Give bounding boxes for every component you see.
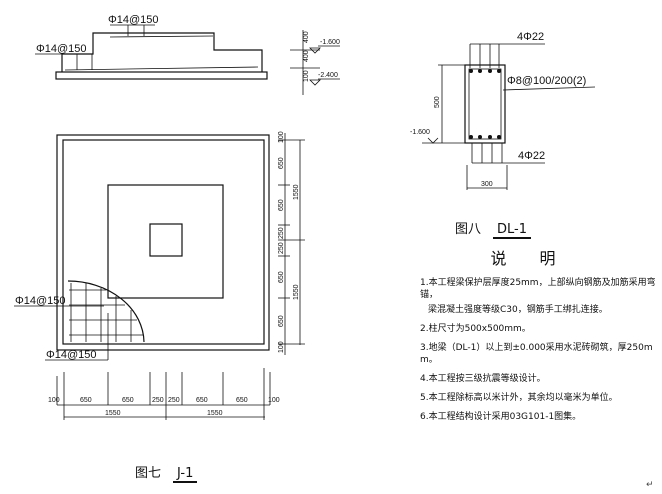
elev-top: -1.600	[320, 39, 340, 46]
section-dim-2: 400	[303, 50, 310, 62]
footing-plan: Φ14@150 Φ14@150 100650650250250650650100…	[14, 131, 305, 420]
bottom-dim-7: 100	[268, 397, 280, 404]
bottom-dim-4: 250	[168, 397, 180, 404]
right-total-1: 1550	[293, 284, 300, 300]
notes-title: 说 明	[490, 249, 570, 268]
bottom-dim-3: 250	[152, 397, 164, 404]
right-dim-6: 650	[278, 315, 285, 327]
right-dim-2: 650	[278, 199, 285, 211]
note-line: 4.本工程按三级抗震等级设计。	[420, 374, 546, 384]
plan-rebar-y-label: Φ14@150	[46, 349, 97, 361]
bottom-dimension-labels: 100 650 650 250 250 650 650 100 1550 1550	[48, 397, 280, 417]
right-dim-4: 250	[278, 242, 285, 254]
top-bars-label: 4Φ22	[517, 31, 544, 43]
caption-dl1-prefix: 图八	[455, 222, 482, 237]
design-notes: 说 明 1.本工程梁保护层厚度25mm，上部纵向钢筋及加筋采用弯锚， 梁混凝土强…	[420, 245, 656, 430]
caption-dl1: 图八 DL-1	[455, 218, 532, 239]
caption-j1-name: J-1	[173, 466, 198, 483]
footing-section: Φ14@150 Φ14@150 400 400 100 -1.600 -2.40…	[35, 14, 340, 95]
plan-rebar-x-label: Φ14@150	[15, 295, 66, 307]
right-dim-7: 100	[278, 341, 285, 353]
height-dim: 500	[434, 96, 441, 108]
right-dimension-labels: 100 650 650 250 250 650 650 100 1550 1550	[278, 131, 300, 353]
beam-section: 4Φ22 4Φ22 Φ8@100/200(2) 500 300 -1.600	[410, 31, 596, 190]
bottom-total-0: 1550	[105, 410, 121, 417]
section-dim-3: 100	[303, 70, 310, 82]
note-line: 6.本工程结构设计采用03G101-1图集。	[420, 412, 582, 422]
bottom-bars-label: 4Φ22	[518, 150, 545, 162]
bottom-dim-5: 650	[196, 397, 208, 404]
bottom-total-1: 1550	[207, 410, 223, 417]
return-mark: ↵	[646, 480, 654, 490]
right-dim-3: 250	[278, 227, 285, 239]
right-total-0: 1550	[293, 184, 300, 200]
section-left-rebar-label: Φ14@150	[36, 43, 87, 55]
note-line: 5.本工程除标高以米计外，其余均以毫米为单位。	[420, 393, 618, 403]
right-dim-5: 650	[278, 271, 285, 283]
elev-bottom: -2.400	[318, 72, 338, 79]
beam-elev: -1.600	[410, 129, 430, 136]
note-line: 3.地梁（DL-1）以上到±0.000采用水泥砖砌筑，厚250mm。	[420, 343, 653, 365]
note-line: 2.柱尺寸为500x500mm。	[420, 324, 531, 334]
section-dim-1: 400	[303, 31, 310, 43]
note-line: 1.本工程梁保护层厚度25mm，上部纵向钢筋及加筋采用弯锚，	[420, 278, 656, 300]
right-dim-1: 650	[278, 157, 285, 169]
right-dim-0: 100	[278, 131, 285, 143]
caption-j1-prefix: 图七	[135, 466, 162, 481]
stirrups-label: Φ8@100/200(2)	[507, 75, 586, 87]
note-line: 梁混凝土强度等级C30，钢筋手工绑扎连接。	[428, 305, 608, 315]
caption-j1: 图七 J-1	[135, 462, 198, 483]
bottom-dim-2: 650	[122, 397, 134, 404]
caption-dl1-name: DL-1	[493, 222, 532, 239]
bottom-dim-0: 100	[48, 397, 60, 404]
bottom-dim-6: 650	[236, 397, 248, 404]
section-top-rebar-label: Φ14@150	[108, 14, 159, 26]
width-dim: 300	[481, 181, 493, 188]
bottom-dim-1: 650	[80, 397, 92, 404]
